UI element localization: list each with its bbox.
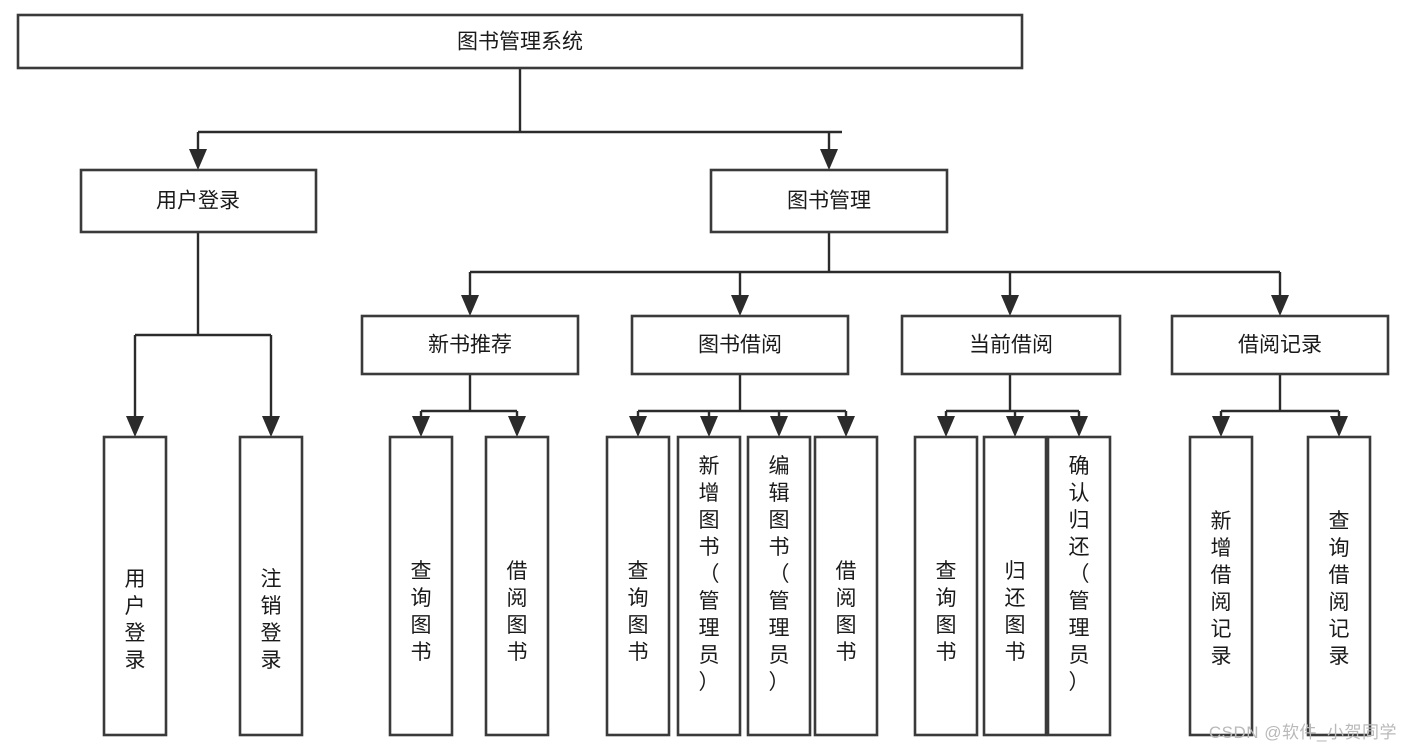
node-leaf-return-book[interactable]: 归还图书: [982, 435, 1048, 737]
node-borrow-record-box[interactable]: [1170, 314, 1390, 376]
node-leaf-add-record-label: 新增借阅记录: [1211, 510, 1232, 668]
node-leaf-borrow-book-1[interactable]: 借阅图书: [484, 435, 550, 737]
arrowheads-layer: [126, 149, 1348, 437]
node-borrow-record-label: 借阅记录: [1238, 334, 1322, 357]
node-leaf-add-book-box[interactable]: [676, 435, 742, 737]
arrow-to-user-login: [189, 149, 207, 170]
arrow-to-leaf-return-book: [1006, 416, 1024, 437]
arrow-to-leaf-confirm-return: [1070, 416, 1088, 437]
arrow-to-book-manage: [820, 149, 838, 170]
edge-userlogin-bus: [133, 232, 273, 420]
node-book-manage-box[interactable]: [709, 168, 949, 234]
arrow-to-leaf-logout-login: [262, 416, 280, 437]
node-new-book-recommend[interactable]: 新书推荐: [360, 314, 580, 376]
node-borrow-record[interactable]: 借阅记录: [1170, 314, 1390, 376]
node-leaf-edit-book-box[interactable]: [746, 435, 812, 737]
node-leaf-confirm-return-label: 确认归还（管理员）: [1069, 455, 1090, 694]
node-leaf-logout-login-label: 注销登录: [261, 568, 282, 672]
node-leaf-borrow-book-1-box[interactable]: [484, 435, 550, 737]
node-leaf-query-record-label: 查询借阅记录: [1329, 510, 1350, 668]
node-leaf-confirm-return[interactable]: 确认归还（管理员）: [1046, 435, 1112, 737]
node-leaf-query-book-1-box[interactable]: [388, 435, 454, 737]
edge-currentborrow-bus: [944, 374, 1081, 420]
edge-newbook-bus: [419, 374, 519, 420]
edges-layer: [133, 68, 1341, 420]
arrow-to-book-borrow: [731, 295, 749, 316]
node-book-manage-label: 图书管理: [787, 190, 871, 213]
node-leaf-query-book-2-box[interactable]: [605, 435, 671, 737]
node-leaf-borrow-book-2-box[interactable]: [813, 435, 879, 737]
node-current-borrow-label: 当前借阅: [969, 334, 1053, 357]
node-leaf-return-book-box[interactable]: [982, 435, 1048, 737]
node-current-borrow-box[interactable]: [900, 314, 1122, 376]
node-book-manage[interactable]: 图书管理: [709, 168, 949, 234]
arrow-to-new-book-recommend: [461, 295, 479, 316]
node-leaf-add-book-label: 新增图书（管理员）: [699, 455, 720, 694]
node-new-book-recommend-label: 新书推荐: [428, 334, 512, 357]
node-leaf-query-record[interactable]: 查询借阅记录: [1306, 435, 1372, 737]
node-leaf-user-login-box[interactable]: [102, 435, 168, 737]
arrow-to-borrow-record: [1271, 295, 1289, 316]
node-new-book-recommend-box[interactable]: [360, 314, 580, 376]
node-leaf-query-book-3[interactable]: 查询图书: [913, 435, 979, 737]
node-leaf-query-book-3-label: 查询图书: [936, 560, 957, 664]
nodes-layer: 图书管理系统 用户登录 图书管理 新书推荐 图书借阅 当前借阅 借阅记录: [16, 13, 1390, 737]
node-user-login[interactable]: 用户登录: [79, 168, 318, 234]
node-leaf-borrow-book-2-label: 借阅图书: [836, 560, 857, 664]
node-leaf-query-record-box[interactable]: [1306, 435, 1372, 737]
arrow-to-leaf-add-book: [700, 416, 718, 437]
node-leaf-add-record-box[interactable]: [1188, 435, 1254, 737]
node-leaf-query-book-2[interactable]: 查询图书: [605, 435, 671, 737]
node-leaf-query-book-1[interactable]: 查询图书: [388, 435, 454, 737]
node-leaf-logout-login-box[interactable]: [238, 435, 304, 737]
node-book-borrow-box[interactable]: [630, 314, 850, 376]
edge-borrowrecord-bus: [1219, 374, 1341, 420]
node-book-borrow[interactable]: 图书借阅: [630, 314, 850, 376]
node-root-box[interactable]: [16, 13, 1024, 70]
node-leaf-add-book[interactable]: 新增图书（管理员）: [676, 435, 742, 737]
node-leaf-confirm-return-box[interactable]: [1046, 435, 1112, 737]
node-leaf-borrow-book-1-label: 借阅图书: [507, 560, 528, 664]
node-leaf-query-book-2-label: 查询图书: [628, 560, 649, 664]
node-book-borrow-label: 图书借阅: [698, 334, 782, 357]
node-leaf-user-login-label: 用户登录: [125, 568, 146, 672]
edge-bookmanage-bus: [468, 232, 1282, 298]
arrow-to-leaf-borrow-book-2: [837, 416, 855, 437]
node-leaf-edit-book[interactable]: 编辑图书（管理员）: [746, 435, 812, 737]
arrow-to-current-borrow: [1001, 295, 1019, 316]
node-leaf-query-book-3-box[interactable]: [913, 435, 979, 737]
arrow-to-leaf-query-book-2: [629, 416, 647, 437]
node-user-login-box[interactable]: [79, 168, 318, 234]
arrow-to-leaf-query-book-3: [937, 416, 955, 437]
node-leaf-query-book-1-label: 查询图书: [411, 560, 432, 664]
node-leaf-add-record[interactable]: 新增借阅记录: [1188, 435, 1254, 737]
node-leaf-return-book-label: 归还图书: [1005, 560, 1026, 664]
arrow-to-leaf-query-record: [1330, 416, 1348, 437]
arrow-to-leaf-add-record: [1212, 416, 1230, 437]
node-leaf-user-login[interactable]: 用户登录: [102, 435, 168, 737]
node-user-login-label: 用户登录: [156, 190, 240, 213]
arrow-to-leaf-edit-book: [770, 416, 788, 437]
node-leaf-logout-login[interactable]: 注销登录: [238, 435, 304, 737]
node-leaf-edit-book-label: 编辑图书（管理员）: [769, 455, 790, 694]
node-leaf-borrow-book-2[interactable]: 借阅图书: [813, 435, 879, 737]
edge-root-bus: [196, 68, 842, 155]
arrow-to-leaf-query-book-1: [412, 416, 430, 437]
node-current-borrow[interactable]: 当前借阅: [900, 314, 1122, 376]
node-root-label: 图书管理系统: [457, 31, 583, 54]
edge-bookborrow-bus: [636, 374, 848, 420]
arrow-to-leaf-borrow-book-1: [508, 416, 526, 437]
node-root[interactable]: 图书管理系统: [16, 13, 1024, 70]
arrow-to-leaf-user-login: [126, 416, 144, 437]
